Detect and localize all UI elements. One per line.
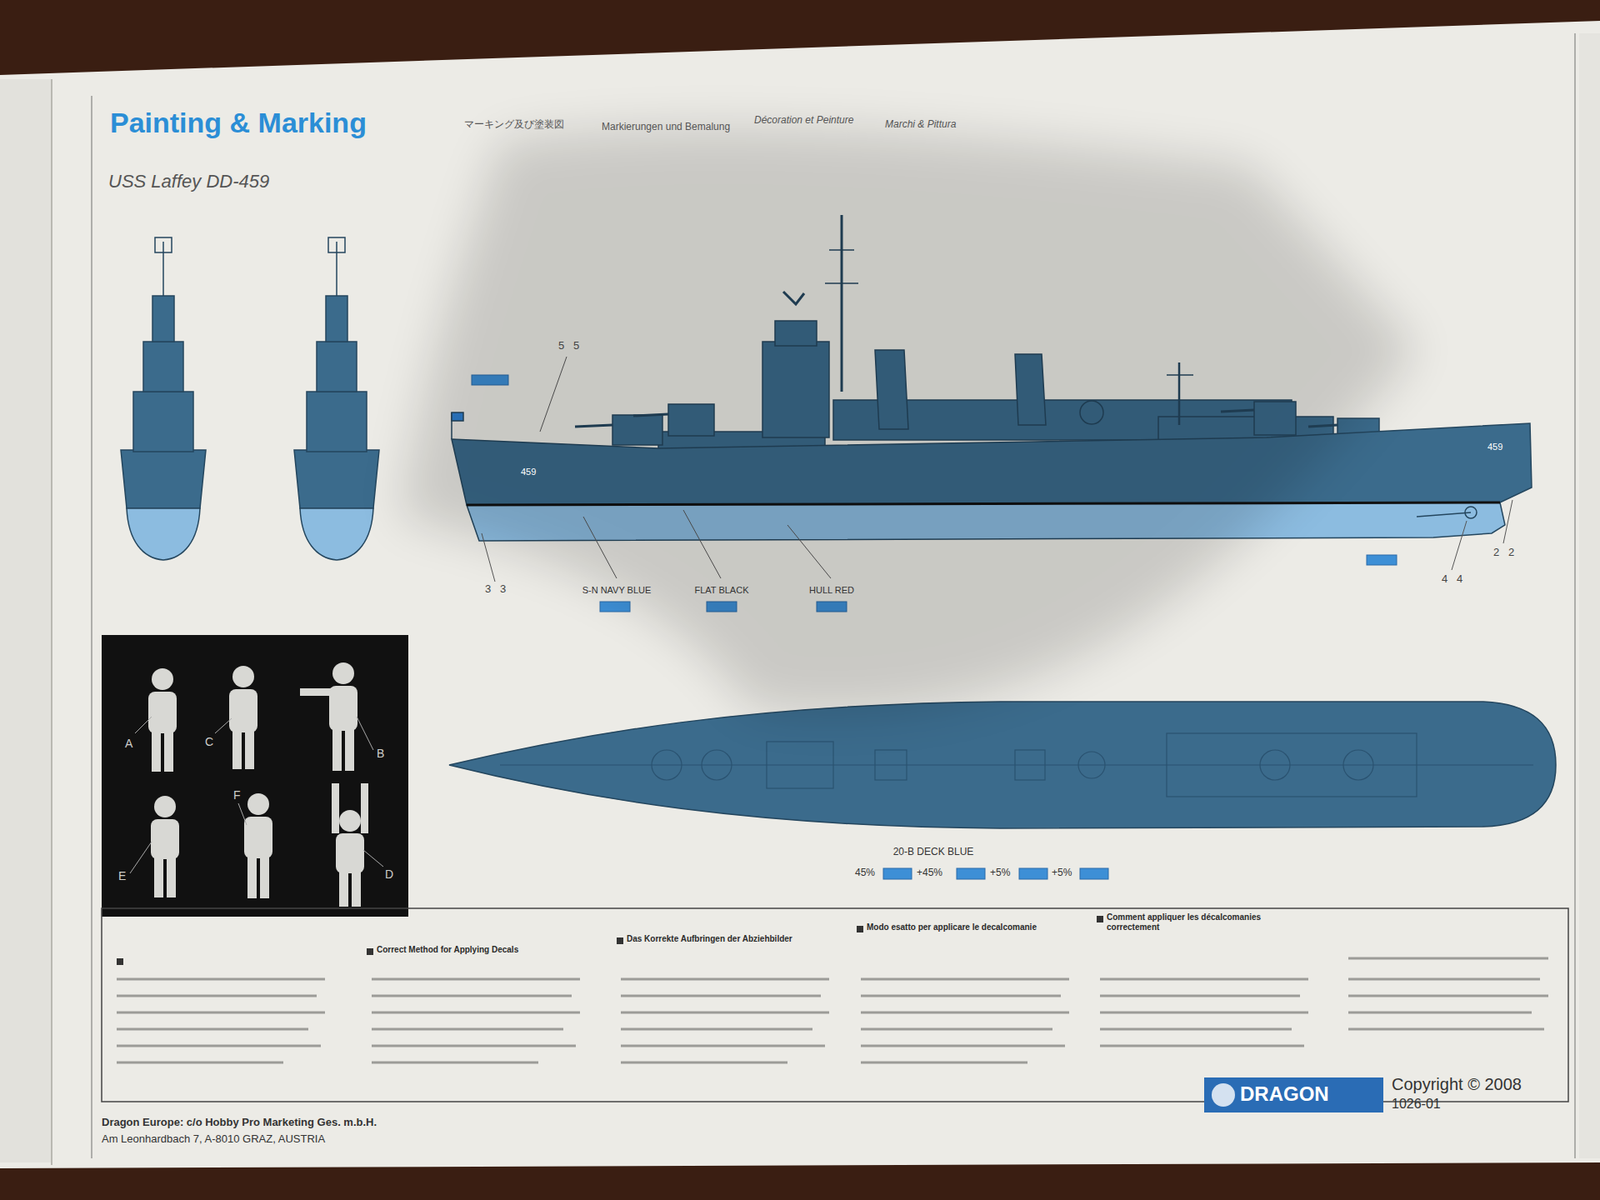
decal-heading: Modo esatto per applicare le decalcomani… xyxy=(866,922,1084,933)
callout-number: 3 xyxy=(485,583,491,596)
callout-number: 2 xyxy=(1508,546,1515,560)
distributor-address: Dragon Europe: c/o Hobby Pro Marketing G… xyxy=(101,1116,377,1130)
header-translation: マーキング及び塗装図 xyxy=(464,119,565,131)
figure-letter: E xyxy=(118,869,126,883)
mix-ratio: +5% xyxy=(990,867,1010,880)
hull-number: 459 xyxy=(520,466,536,478)
copyright: Copyright © 2008 xyxy=(1391,1075,1522,1095)
figure-letter: F xyxy=(233,788,241,802)
figure-letter: B xyxy=(376,746,385,760)
decal-heading: Das Korrekte Aufbringen der Abziehbilder xyxy=(626,934,844,945)
callout-number: 4 xyxy=(1456,573,1463,586)
header-translation: Décoration et Peinture xyxy=(754,115,854,127)
callout-number: 3 xyxy=(500,583,506,596)
header-translation: Marchi & Pittura xyxy=(885,119,956,131)
sheet-title: Painting & Marking xyxy=(110,106,367,140)
kit-number: 1026-01 xyxy=(1391,1096,1441,1112)
figure-letter: C xyxy=(205,735,214,749)
brand-logo: DRAGON xyxy=(1240,1082,1330,1106)
ship-name: USS Laffey DD-459 xyxy=(108,170,270,192)
paint-name: HULL RED xyxy=(809,585,855,596)
paint-name: FLAT BLACK xyxy=(694,585,749,596)
figure-letter: A xyxy=(125,736,133,750)
figure-letter: D xyxy=(385,867,394,881)
mix-ratio: +5% xyxy=(1051,867,1072,880)
paint-name: S-N NAVY BLUE xyxy=(582,585,652,596)
callout-number: 2 xyxy=(1493,546,1500,560)
decal-heading: Correct Method for Applying Decals xyxy=(376,945,594,955)
distributor-address: Am Leonhardbach 7, A-8010 GRAZ, AUSTRIA xyxy=(101,1133,325,1146)
hull-number: 459 xyxy=(1487,441,1503,453)
paint-name: 20-B DECK BLUE xyxy=(893,846,975,859)
callout-number: 5 xyxy=(558,340,565,353)
callout-number: 4 xyxy=(1441,573,1448,586)
mix-ratio: 45% xyxy=(855,867,875,880)
header-translation: Markierungen und Bemalung xyxy=(601,121,730,134)
mix-ratio: +45% xyxy=(916,867,943,880)
callout-number: 5 xyxy=(573,340,580,353)
decal-heading: Comment appliquer les décalcomanies corr… xyxy=(1106,912,1315,932)
